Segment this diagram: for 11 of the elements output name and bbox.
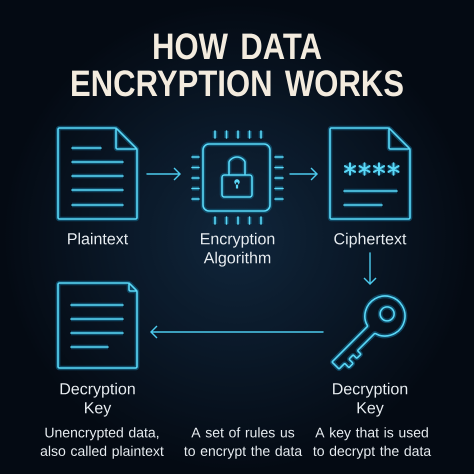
node-label: Plaintext (68, 232, 128, 244)
arrow (364, 252, 376, 285)
arrow (289, 168, 318, 180)
arrow (146, 168, 181, 180)
arrow (150, 326, 324, 338)
node-label: Encryption Algorithm (201, 232, 274, 267)
node-label: Decryption Key (60, 382, 135, 417)
description: A set of rules us to encrypt the data (184, 427, 302, 459)
title: HOW DATA ENCRYPTION WORKS (72, 33, 403, 96)
node-label: Decryption Key (333, 382, 408, 417)
node-label: Ciphertext (334, 232, 406, 248)
